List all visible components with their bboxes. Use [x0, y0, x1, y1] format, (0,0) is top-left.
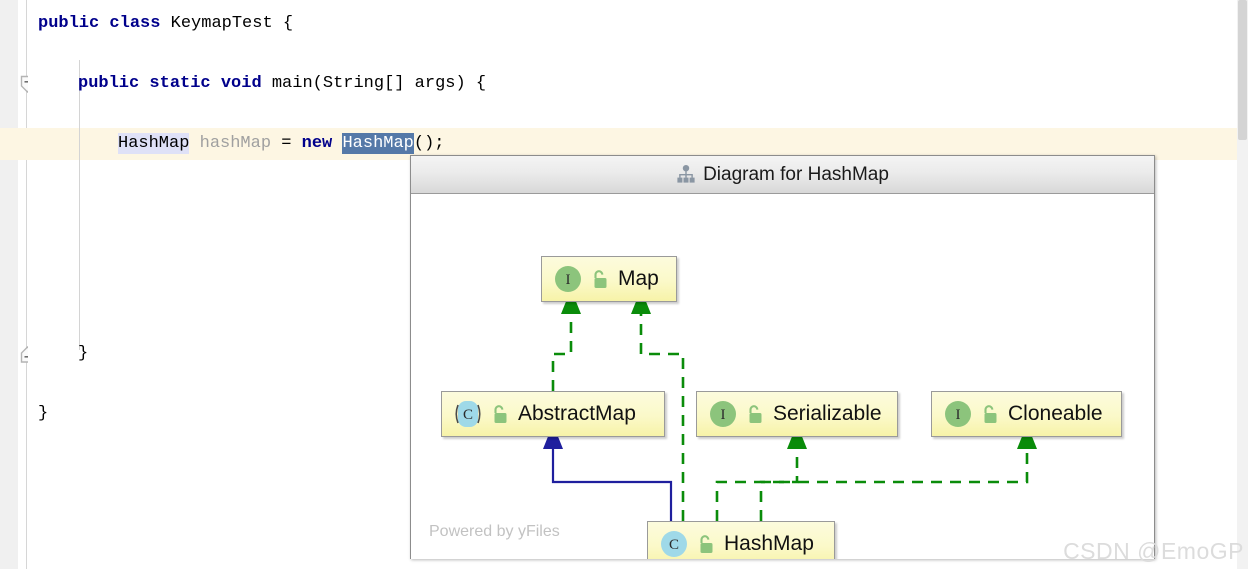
- unlock-icon: [746, 404, 765, 425]
- code-line[interactable]: HashMap hashMap = new HashMap();: [28, 124, 445, 164]
- diagram-node-serializable[interactable]: I Serializable: [696, 391, 898, 437]
- interface-badge-icon: I: [553, 264, 583, 294]
- diagram-node-label: HashMap: [724, 532, 814, 555]
- diagram-node-label: Serializable: [773, 402, 882, 425]
- code-token: [99, 14, 109, 33]
- code-token: HashMap: [342, 133, 414, 154]
- vertical-scrollbar-thumb[interactable]: [1238, 0, 1247, 140]
- editor-gutter: [0, 0, 18, 569]
- code-token: class: [109, 14, 161, 33]
- edge-abstractmap-implements-map: [551, 289, 581, 391]
- code-token: ();: [413, 134, 445, 153]
- interface-badge-icon: I: [708, 399, 738, 429]
- svg-text:I: I: [566, 272, 571, 288]
- diagram-node-label: AbstractMap: [518, 402, 636, 425]
- diagram-node-label: Map: [618, 267, 659, 290]
- code-line[interactable]: public class KeymapTest {: [28, 4, 293, 44]
- code-token: }: [38, 404, 49, 423]
- caret-line-highlight: [0, 128, 1248, 160]
- diagram-popup[interactable]: Diagram for HashMap: [410, 155, 1155, 559]
- unlock-icon: [697, 534, 716, 555]
- diagram-node-abstractmap[interactable]: C AbstractMap: [441, 391, 665, 437]
- edge-hashmap-implements-serializable: [715, 424, 807, 521]
- code-token: [332, 134, 342, 153]
- powered-by-label: Powered by yFiles: [429, 523, 560, 540]
- interface-badge-icon: I: [943, 399, 973, 429]
- diagram-titlebar[interactable]: Diagram for HashMap: [411, 156, 1154, 194]
- code-token: main(String[] args) {: [261, 74, 487, 93]
- code-token: [189, 134, 199, 153]
- code-token: [139, 74, 149, 93]
- code-token: public: [38, 14, 100, 33]
- code-token: hashMap: [199, 134, 272, 153]
- code-token: public: [78, 74, 140, 93]
- code-token: KeymapTest {: [160, 14, 294, 33]
- class-badge-icon: C: [659, 529, 689, 559]
- diagram-node-hashmap[interactable]: C HashMap: [647, 521, 835, 559]
- unlock-icon: [981, 404, 1000, 425]
- code-token: =: [271, 134, 302, 153]
- code-token: }: [78, 344, 89, 363]
- code-token: new: [301, 134, 333, 153]
- unlock-icon: [491, 404, 510, 425]
- gutter-separator: [26, 0, 27, 569]
- svg-text:C: C: [463, 407, 473, 423]
- svg-text:C: C: [669, 537, 679, 553]
- code-token: [211, 74, 221, 93]
- diagram-node-map[interactable]: I Map: [541, 256, 677, 302]
- code-line[interactable]: public static void main(String[] args) {: [28, 64, 486, 104]
- svg-text:I: I: [721, 407, 726, 423]
- unlock-icon: [591, 269, 610, 290]
- code-line[interactable]: }: [28, 394, 48, 434]
- indent-guide: [79, 60, 80, 350]
- class-badge-icon: C: [453, 399, 483, 429]
- vertical-scrollbar-track[interactable]: [1237, 0, 1248, 569]
- code-token: static: [149, 74, 211, 93]
- diagram-edges: [543, 289, 1037, 521]
- svg-text:I: I: [956, 407, 961, 423]
- edge-hashmap-extends-abstractmap: [543, 424, 673, 521]
- hierarchy-icon: [676, 165, 696, 184]
- code-token: HashMap: [118, 133, 190, 154]
- diagram-node-cloneable[interactable]: I Cloneable: [931, 391, 1122, 437]
- diagram-title: Diagram for HashMap: [703, 163, 889, 185]
- code-token: void: [220, 74, 262, 93]
- watermark: CSDN @EmoGP: [1063, 538, 1244, 564]
- diagram-node-label: Cloneable: [1008, 402, 1103, 425]
- code-line[interactable]: }: [28, 334, 88, 374]
